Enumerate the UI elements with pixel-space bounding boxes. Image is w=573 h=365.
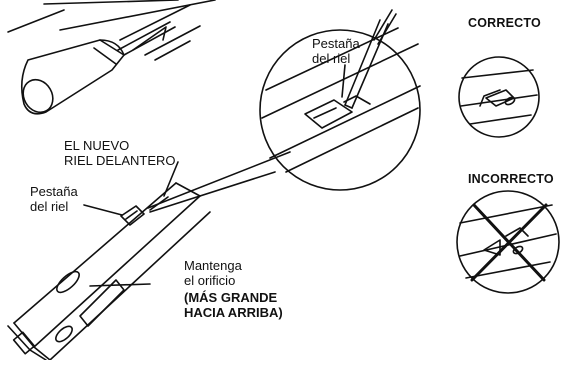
zoom-callout-icon	[147, 9, 421, 213]
tab-zoom-label: Pestaña del riel	[312, 36, 360, 66]
new-rail-line-1: EL NUEVO	[64, 138, 130, 153]
tab-zoom-line-1: Pestaña	[312, 36, 360, 51]
tab-rail-line-2: del riel	[30, 199, 69, 214]
hole-note-label: Mantenga el orificio	[184, 258, 242, 288]
hole-note-bold-line-1: (MÁS GRANDE	[184, 290, 278, 305]
hole-note-line-2: el orificio	[184, 273, 236, 288]
leader-lines	[83, 64, 346, 287]
incorrect-tab-icon	[456, 190, 560, 294]
correct-tab-icon	[458, 56, 540, 138]
hole-note-line-1: Mantenga	[184, 258, 242, 273]
tab-rail-label: Pestaña del riel	[30, 184, 78, 214]
hole-note-bold-line-2: HACIA ARRIBA)	[184, 305, 283, 320]
incorrect-heading: INCORRECTO	[468, 172, 554, 186]
tab-rail-line-1: Pestaña	[30, 184, 78, 199]
hole-note-bold-label: (MÁS GRANDE HACIA ARRIBA)	[184, 290, 283, 320]
rail-icon	[7, 182, 211, 361]
screwdriver-icon	[7, 0, 216, 115]
new-rail-line-2: RIEL DELANTERO	[64, 153, 176, 168]
correct-heading: CORRECTO	[468, 16, 541, 30]
tab-zoom-line-2: del riel	[312, 51, 351, 66]
new-rail-label: EL NUEVO RIEL DELANTERO	[64, 138, 176, 168]
